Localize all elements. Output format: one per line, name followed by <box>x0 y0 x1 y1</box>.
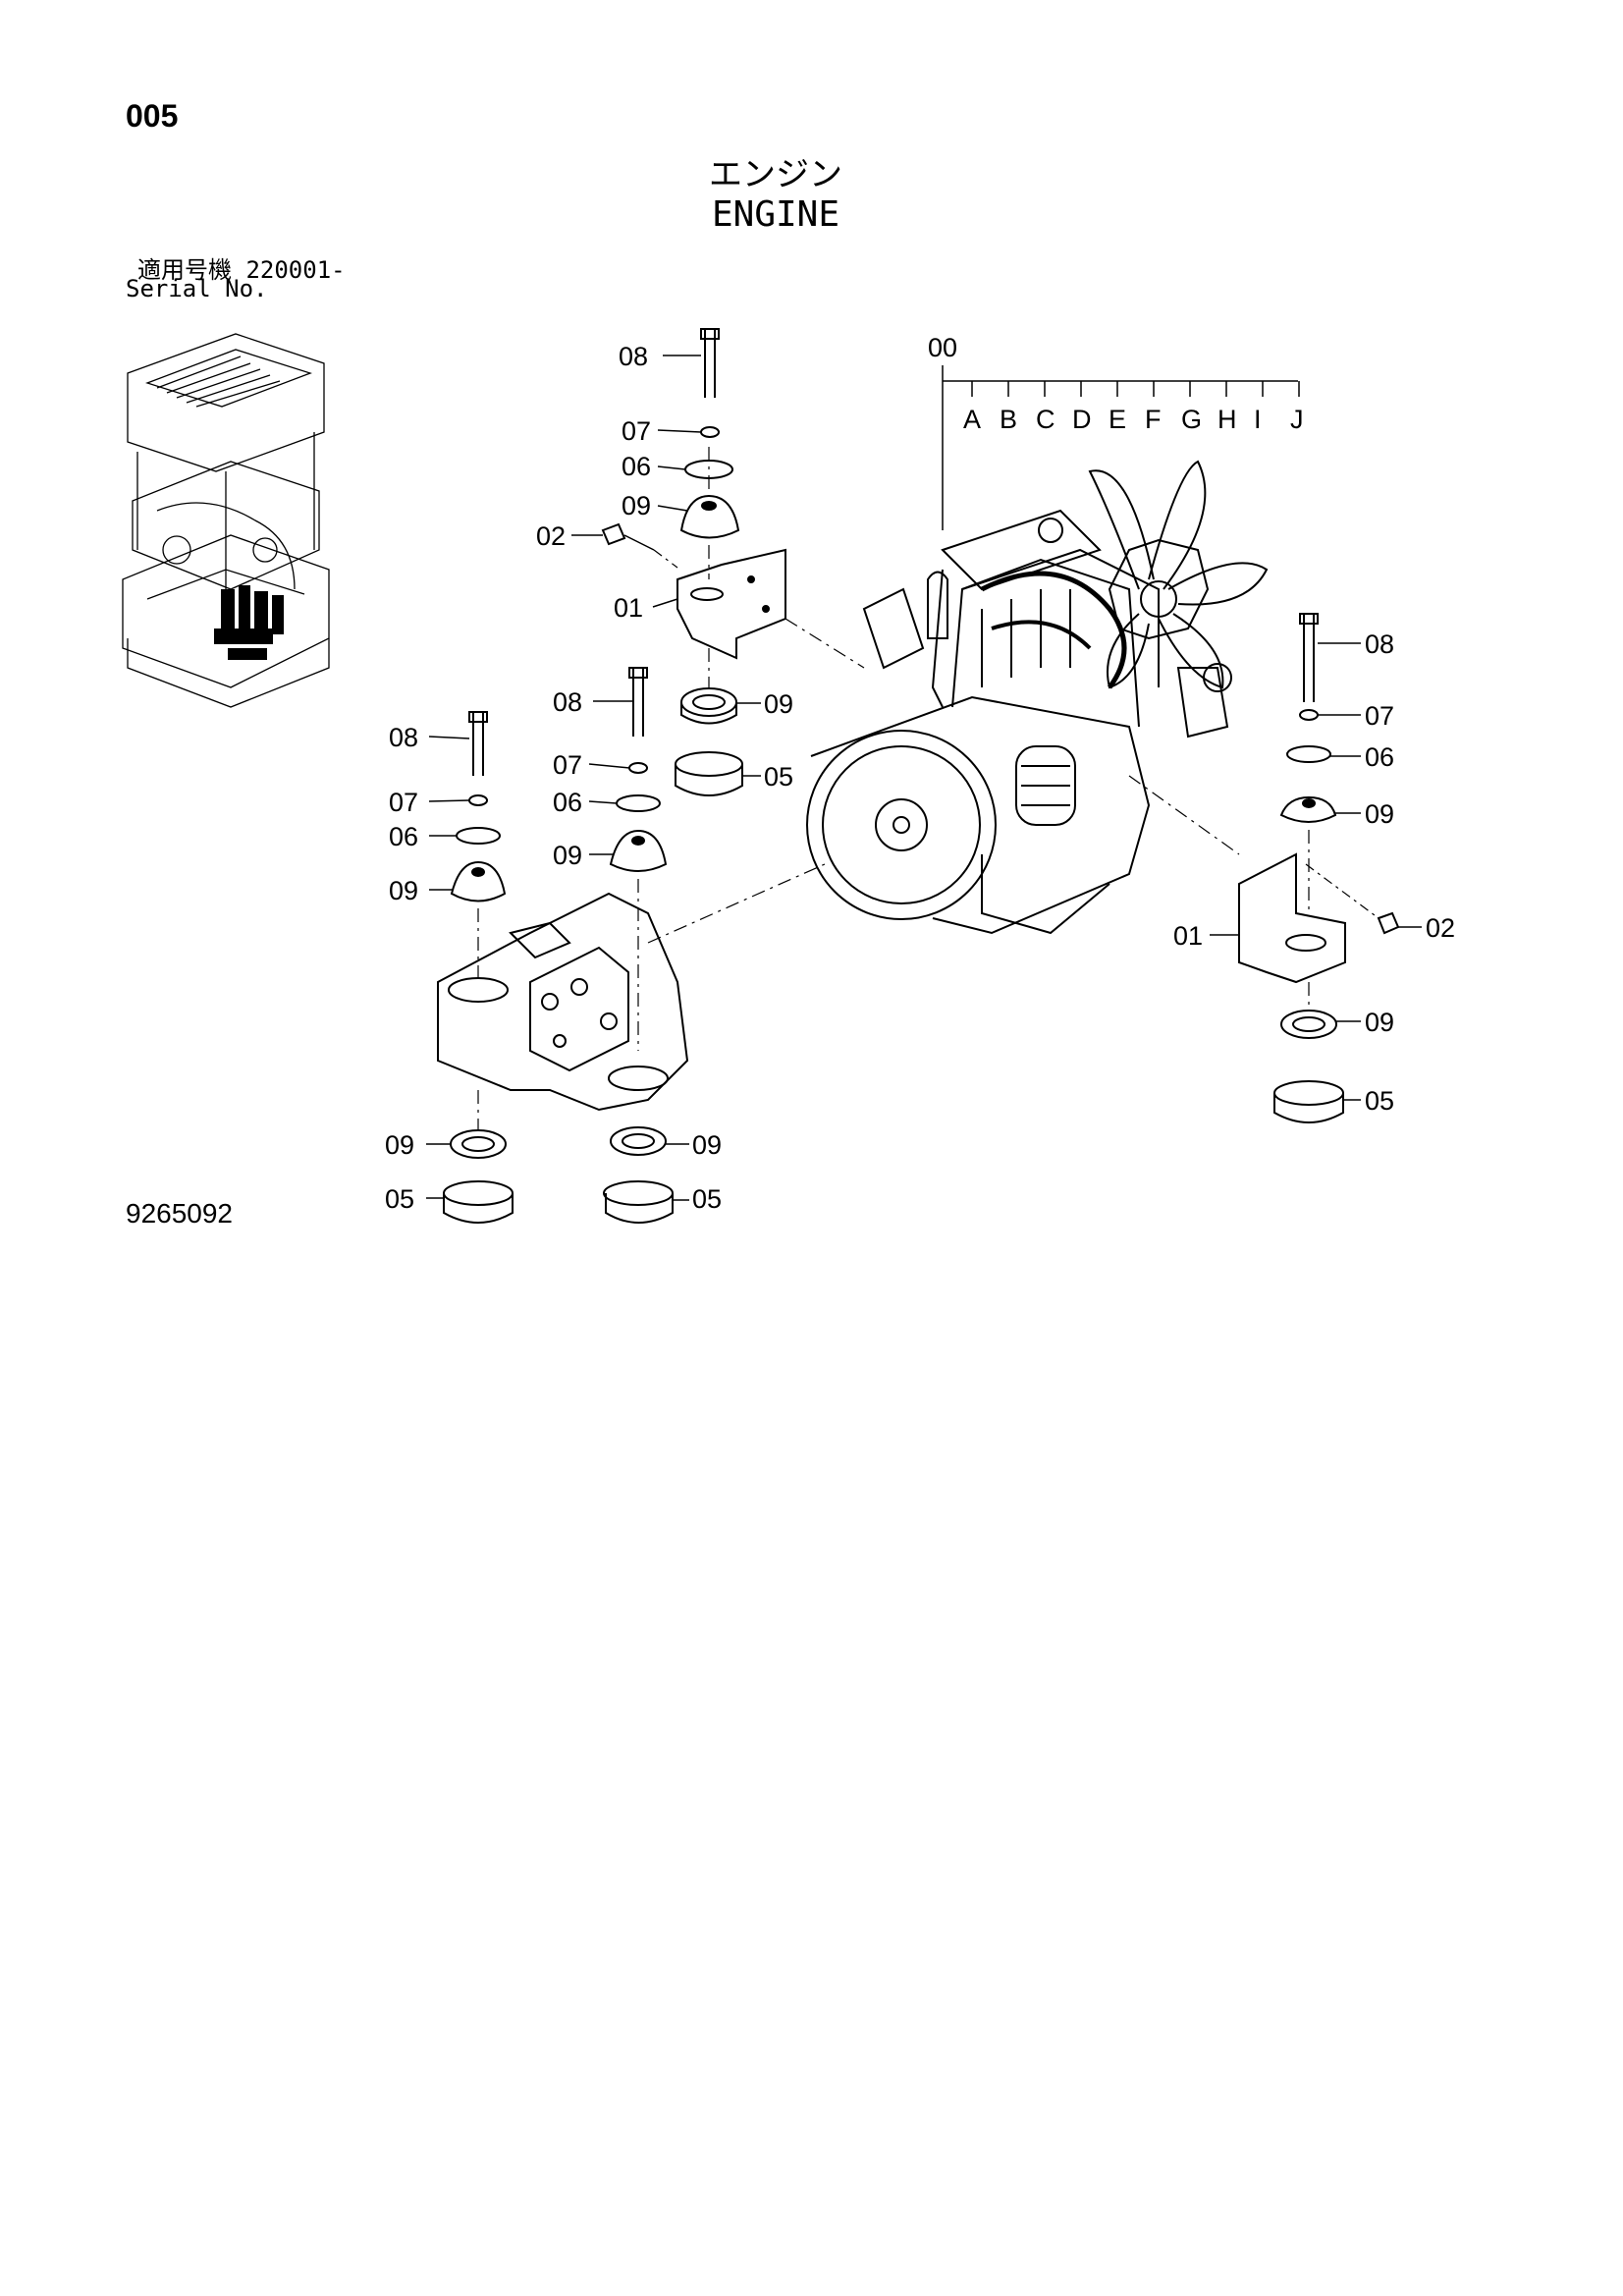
mount-right <box>1128 613 1400 1123</box>
callout-09: 09 <box>1365 799 1394 829</box>
callout-07: 07 <box>1365 701 1394 731</box>
sub-part-label: A <box>963 405 981 434</box>
figure-number: 9265092 <box>126 1198 234 1229</box>
sub-part-label: E <box>1109 405 1126 434</box>
callout-02: 02 <box>536 521 566 551</box>
sub-part-label: C <box>1036 405 1055 434</box>
callout-05: 05 <box>385 1184 414 1214</box>
sub-part-label: J <box>1290 405 1304 434</box>
engine-assembly-illustration <box>806 460 1269 935</box>
machine-overview-illustration <box>122 333 330 708</box>
callout-09: 09 <box>1365 1008 1394 1037</box>
cooling-fan <box>1088 460 1269 689</box>
callout-09: 09 <box>692 1130 722 1160</box>
callout-06: 06 <box>553 788 582 817</box>
callout-06: 06 <box>1365 742 1394 772</box>
mount-left <box>443 711 514 1224</box>
callout-07: 07 <box>622 416 651 446</box>
callout-08: 08 <box>389 723 418 752</box>
flywheel-housing <box>806 730 997 920</box>
sub-part-label: B <box>1000 405 1017 434</box>
callout-06: 06 <box>389 822 418 851</box>
sub-part-label: G <box>1181 405 1202 434</box>
callout-08: 08 <box>619 342 648 371</box>
sub-part-label: D <box>1072 405 1092 434</box>
callout-05: 05 <box>692 1184 722 1214</box>
sub-part-label: I <box>1254 405 1262 434</box>
mount-top-center <box>601 328 865 796</box>
serial-label: Serial No. <box>126 275 268 302</box>
sub-part-label: F <box>1145 405 1162 434</box>
callout-09: 09 <box>764 689 793 719</box>
callout-09: 09 <box>389 876 418 905</box>
callout-07: 07 <box>553 750 582 780</box>
callout-labels: 08 07 06 09 02 01 08 09 07 05 06 09 08 0… <box>385 342 1455 1214</box>
callout-09: 09 <box>622 491 651 520</box>
page-number: 005 <box>126 98 179 134</box>
callout-05: 05 <box>1365 1086 1394 1116</box>
callouts <box>426 355 1422 1201</box>
serial-label-japanese: 適用号機 220001- <box>137 256 346 284</box>
callout-00: 00 <box>928 333 957 362</box>
callout-05: 05 <box>764 762 793 792</box>
sub-part-label: H <box>1217 405 1237 434</box>
housing-illustration <box>437 863 826 1112</box>
callout-01: 01 <box>1173 921 1203 951</box>
callout-09: 09 <box>385 1130 414 1160</box>
callout-08: 08 <box>553 687 582 717</box>
page-title-japanese: エンジン <box>709 155 842 194</box>
callout-09: 09 <box>553 841 582 870</box>
page-title: ENGINE <box>711 194 840 235</box>
callout-01: 01 <box>614 593 643 623</box>
callout-06: 06 <box>622 452 651 481</box>
callout-02: 02 <box>1426 913 1455 943</box>
callout-07: 07 <box>389 788 418 817</box>
callout-08: 08 <box>1365 629 1394 659</box>
